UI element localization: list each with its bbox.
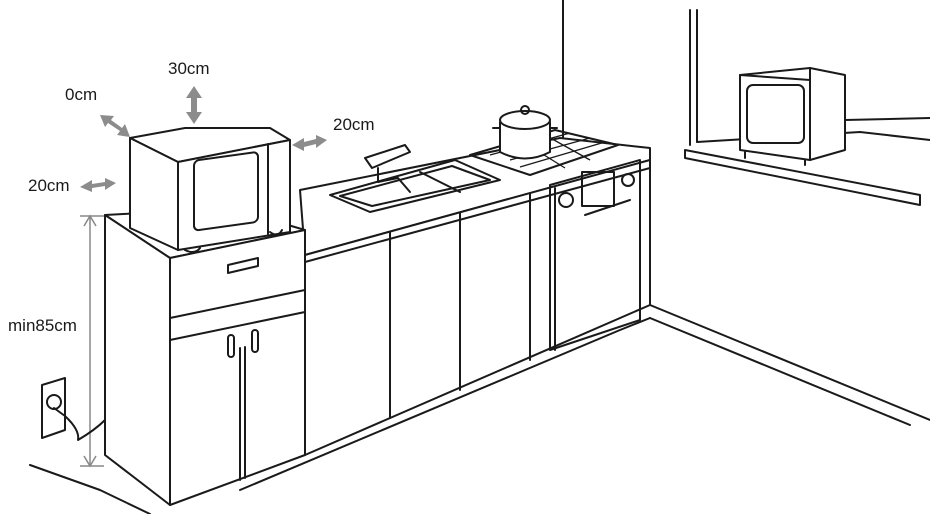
wall-outlet [41, 377, 106, 441]
right-clearance-label: 20cm [333, 115, 375, 134]
arrow-right-icon [292, 135, 327, 151]
min-height-label: min85cm [8, 316, 77, 335]
microwave-cabinet [104, 207, 306, 506]
clearance-arrows [80, 86, 327, 192]
arrow-top-icon [186, 86, 202, 124]
microwave[interactable] [129, 127, 291, 254]
cooktop-with-pot [469, 105, 619, 176]
room [29, 0, 930, 514]
left-clearance-label: 20cm [28, 176, 70, 195]
top-clearance-label: 30cm [168, 59, 210, 78]
back-clearance-label: 0cm [65, 85, 98, 104]
sink [329, 144, 501, 213]
window [684, 9, 930, 206]
arrow-back-icon [100, 115, 130, 137]
tv-on-windowsill [739, 67, 846, 166]
height-dimension [80, 214, 104, 468]
arrow-left-icon [80, 178, 116, 192]
